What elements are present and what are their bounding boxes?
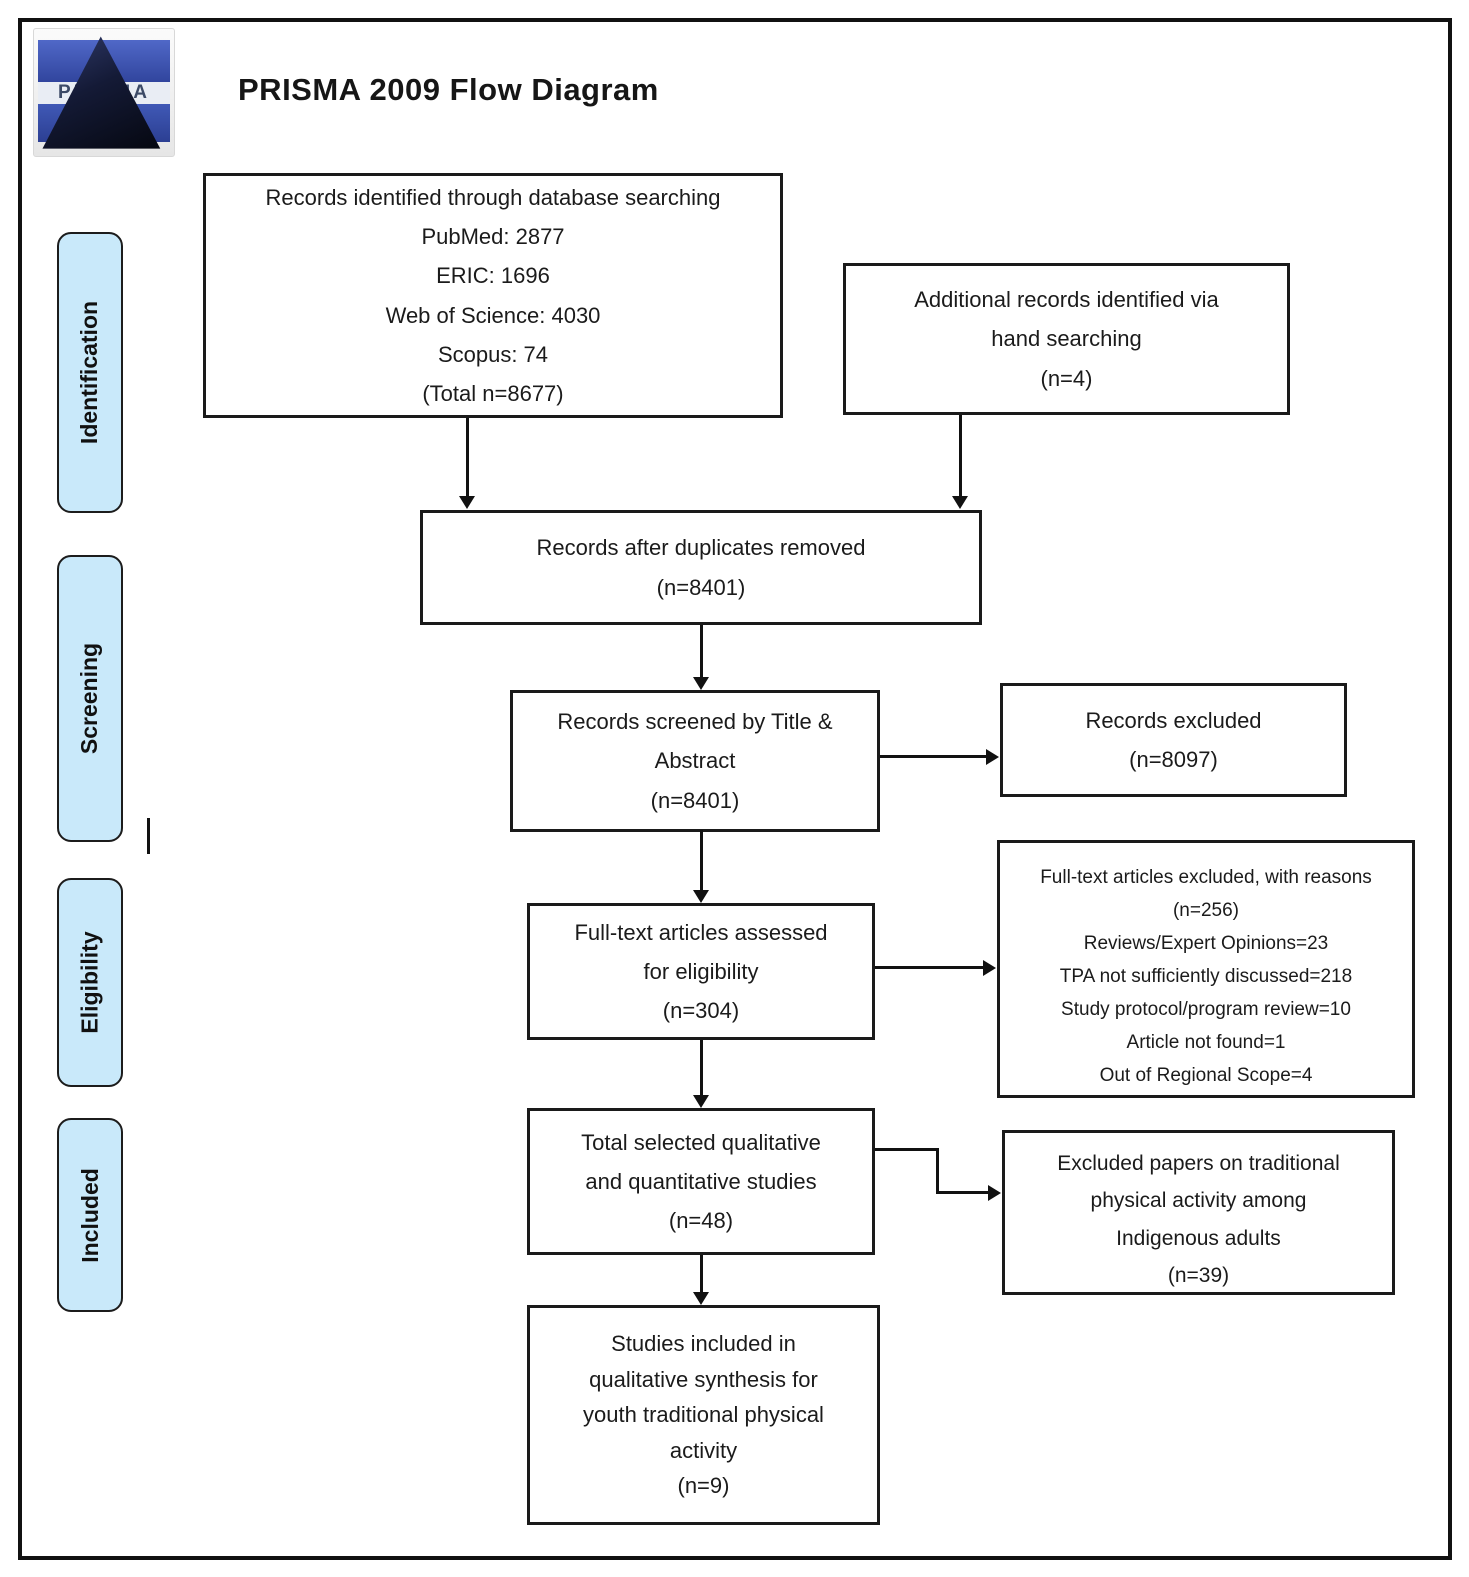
arrow-screened-to-excluded-head — [986, 749, 999, 765]
page-title: PRISMA 2009 Flow Diagram — [238, 72, 659, 107]
arrow-additional-to-duplicates-head — [952, 496, 968, 509]
stage-label-screening-text: Screening — [76, 642, 103, 755]
stray-tick-mark — [147, 818, 150, 854]
box-fulltext-assessed: Full-text articles assessed for eligibil… — [527, 903, 875, 1040]
arrow-total-to-excluded-papers-segment3 — [936, 1191, 990, 1194]
arrow-fulltext-to-total-line — [700, 1040, 703, 1097]
arrow-total-to-included-line — [700, 1255, 703, 1295]
box-records-screened: Records screened by Title & Abstract (n=… — [510, 690, 880, 832]
arrow-total-to-excluded-papers-head — [988, 1185, 1001, 1201]
arrow-total-to-excluded-papers-segment2 — [936, 1148, 939, 1194]
arrow-duplicates-to-screened-head — [693, 677, 709, 690]
arrow-fulltext-to-reasons-line — [875, 966, 985, 969]
box-duplicates-removed: Records after duplicates removed (n=8401… — [420, 510, 982, 625]
stage-label-identification-text: Identification — [76, 300, 103, 445]
stage-label-eligibility-text: Eligibility — [76, 931, 103, 1034]
arrow-additional-to-duplicates-line — [959, 415, 962, 498]
box-included-studies: Studies included in qualitative synthesi… — [527, 1305, 880, 1525]
arrow-screened-to-fulltext-head — [693, 890, 709, 903]
arrow-identified-to-duplicates-head — [459, 496, 475, 509]
prisma-logo: PRISMA — [33, 28, 175, 157]
box-additional-records: Additional records identified via hand s… — [843, 263, 1290, 415]
arrow-identified-to-duplicates-line — [466, 418, 469, 498]
arrow-screened-to-fulltext-line — [700, 830, 703, 892]
box-excluded-adult-papers: Excluded papers on traditional physical … — [1002, 1130, 1395, 1295]
arrow-total-to-excluded-papers-segment1 — [875, 1148, 939, 1151]
box-records-identified: Records identified through database sear… — [203, 173, 783, 418]
box-fulltext-excluded-reasons: Full-text articles excluded, with reason… — [997, 840, 1415, 1098]
arrow-total-to-included-head — [693, 1292, 709, 1305]
arrow-fulltext-to-total-head — [693, 1095, 709, 1108]
arrow-screened-to-excluded-line — [880, 755, 987, 758]
stage-label-screening: Screening — [57, 555, 123, 842]
stage-label-eligibility: Eligibility — [57, 878, 123, 1087]
arrow-fulltext-to-reasons-head — [983, 960, 996, 976]
outer-frame — [18, 18, 1452, 1560]
stage-label-included: Included — [57, 1118, 123, 1312]
box-total-selected: Total selected qualitative and quantitat… — [527, 1108, 875, 1255]
arrow-duplicates-to-screened-line — [700, 625, 703, 679]
box-records-excluded: Records excluded (n=8097) — [1000, 683, 1347, 797]
stage-label-included-text: Included — [76, 1167, 103, 1263]
stage-label-identification: Identification — [57, 232, 123, 513]
